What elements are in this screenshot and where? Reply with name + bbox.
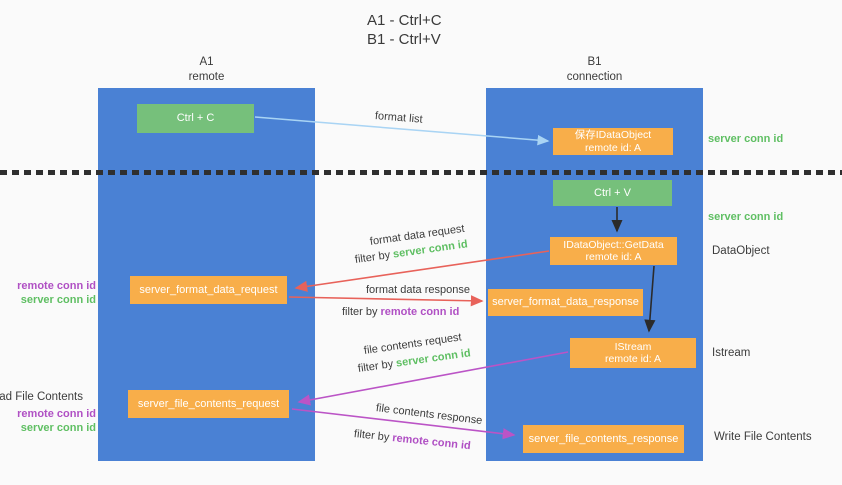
page-title: A1 - Ctrl+C B1 - Ctrl+V bbox=[367, 11, 442, 49]
node-server-file-contents-response: server_file_contents_response bbox=[523, 425, 684, 453]
label-file-contents-response: file contents response bbox=[375, 402, 483, 427]
title-line2: B1 - Ctrl+V bbox=[367, 31, 441, 48]
node-server-file-contents-request: server_file_contents_request bbox=[128, 390, 289, 418]
node-idataobject-getdata: IDataObject::GetData remote id: A bbox=[550, 237, 677, 265]
remote-conn-id-text: remote conn id bbox=[391, 432, 472, 453]
filter-by-text: filter by bbox=[357, 358, 394, 375]
label-server-conn-id-format: server conn id bbox=[20, 294, 96, 306]
label-write-file-contents: Write File Contents bbox=[714, 431, 812, 443]
arrow-format-data-response bbox=[288, 295, 484, 307]
node-getdata-line2: remote id: A bbox=[585, 251, 642, 263]
label-server-conn-id-ctrlv: server conn id bbox=[708, 211, 784, 223]
label-remote-conn-id-format: remote conn id bbox=[17, 280, 96, 292]
lane-a1-role: remote bbox=[188, 71, 225, 83]
label-format-list: format list bbox=[374, 110, 424, 126]
label-server-conn-id-file: server conn id bbox=[20, 422, 96, 434]
lane-b1-role: connection bbox=[566, 71, 623, 83]
label-server-conn-id-save: server conn id bbox=[708, 133, 784, 145]
filter-by-text: filter by bbox=[342, 306, 378, 318]
label-remote-conn-id-file: remote conn id bbox=[17, 408, 96, 420]
node-istream-line1: IStream bbox=[614, 340, 652, 353]
label-dataobject: DataObject bbox=[712, 245, 770, 257]
title-line1: A1 - Ctrl+C bbox=[367, 12, 442, 29]
remote-conn-id-text: remote conn id bbox=[380, 306, 460, 318]
node-istream-line2: remote id: A bbox=[604, 353, 662, 365]
node-istream: IStream remote id: A bbox=[570, 338, 696, 368]
node-save-dataobject: 保存IDataObject remote id: A bbox=[553, 128, 673, 155]
node-ctrl-c: Ctrl + C bbox=[137, 104, 254, 133]
lane-b1-name: B1 bbox=[587, 56, 602, 68]
lane-b1-header: B1 connection bbox=[486, 55, 703, 85]
filter-by-text: filter by bbox=[354, 249, 391, 266]
label-format-data-response: format data response bbox=[366, 284, 470, 296]
label-read-file-contents: Read File Contents bbox=[0, 391, 83, 403]
node-getdata-line1: IDataObject::GetData bbox=[563, 238, 664, 251]
node-save-dataobject-line1: 保存IDataObject bbox=[574, 129, 652, 141]
lane-a1-header: A1 remote bbox=[98, 55, 315, 85]
node-server-format-data-request: server_format_data_request bbox=[130, 276, 287, 304]
node-server-format-data-response: server_format_data_response bbox=[488, 289, 643, 316]
lane-a1-name: A1 bbox=[199, 56, 214, 68]
node-ctrl-v: Ctrl + V bbox=[553, 180, 672, 206]
dashed-separator-line bbox=[0, 170, 842, 175]
filter-by-text: filter by bbox=[353, 428, 390, 444]
node-save-dataobject-line2: remote id: A bbox=[584, 141, 642, 154]
label-istream: Istream bbox=[712, 347, 751, 359]
